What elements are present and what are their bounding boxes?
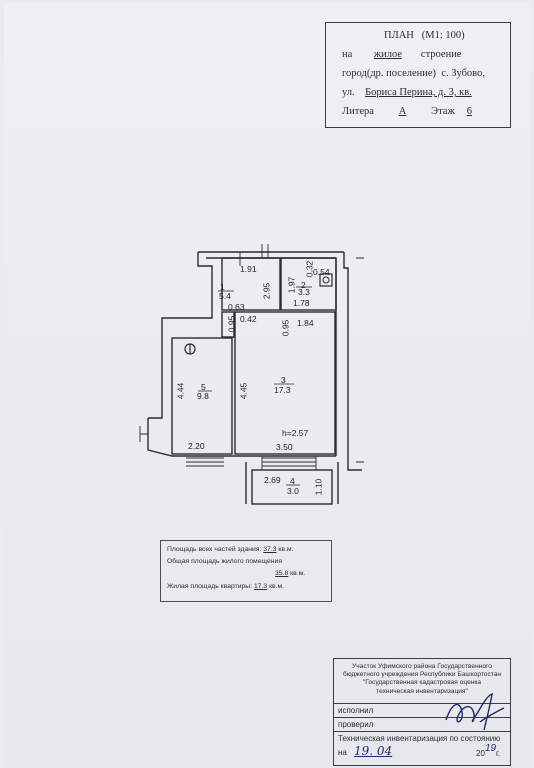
dim-1-78: 1.78 [293, 298, 310, 308]
room-3-area: 17.3 [274, 385, 291, 395]
city-label: город(др. поселение) [342, 68, 437, 79]
inventory-date: 19. 04 [354, 744, 393, 758]
living-total-label: Общая площадь жилого помещения [167, 558, 282, 565]
street-label: ул. [342, 87, 355, 98]
dim-1-91: 1.91 [240, 264, 257, 274]
checked-row: проверил [334, 717, 510, 732]
living-area-value: 17.3 [253, 583, 268, 590]
plan-header-stamp: ПЛАН (М1: 100) на жилое строение город(др… [325, 22, 511, 128]
outer-wall-east [343, 252, 362, 471]
plan-title: ПЛАН [384, 30, 414, 41]
window-room-5 [186, 457, 224, 467]
inventory-label: Техническая инвентаризация по состоянию [338, 734, 501, 743]
dim-2-69: 2.69 [264, 475, 281, 485]
date-prefix: на [338, 748, 347, 757]
outer-wall-west [148, 252, 213, 419]
inventory-row: Техническая инвентаризация по состоянию … [334, 731, 510, 764]
executed-row: исполнил [334, 703, 510, 718]
dim-4-44: 4.44 [175, 382, 186, 400]
corridor-outline [221, 311, 235, 338]
area-summary-box: Площадь всех частей здания: 37.3 кв.м. О… [160, 540, 332, 602]
east-stubs [356, 257, 364, 463]
dim-1-97: 1.97 [286, 276, 297, 294]
org-line-2: бюджетного учреждения Республики Башкорт… [342, 671, 502, 679]
document-sheet [4, 2, 530, 768]
room-5-area: 9.8 [197, 391, 209, 401]
dim-0-54: 0.54 [313, 267, 330, 277]
building-word: строение [420, 49, 462, 60]
checked-label: проверил [338, 720, 374, 729]
balcony-door [261, 456, 317, 470]
living-total-unit: кв.м. [290, 570, 306, 577]
sink-drain-icon [322, 276, 330, 284]
dim-0-42: 0.42 [240, 314, 257, 324]
city-value: с. Зубово, [441, 68, 485, 79]
org-line-4: техническая инвентаризация" [376, 687, 468, 695]
total-area-label: Площадь всех частей здания: [167, 546, 262, 553]
room-5-number: 5 [201, 382, 206, 392]
building-type: жилое [373, 49, 402, 60]
room-1-outline [221, 257, 281, 311]
dim-1-84: 1.84 [297, 318, 314, 328]
room-1-number: 1 [220, 282, 225, 292]
dim-0-63: 0.63 [228, 302, 245, 312]
dim-3-50: 3.50 [276, 442, 293, 452]
room-1-area: 5.4 [219, 291, 231, 301]
west-stub [139, 426, 148, 442]
dim-2-95: 2.95 [261, 282, 272, 300]
dim-2-20: 2.20 [188, 441, 205, 451]
room-2-number: 2 [301, 280, 306, 290]
dim-4-45: 4.45 [238, 382, 249, 400]
living-area-label: Жилая площадь квартиры: [167, 583, 253, 590]
organization-name: Участок Уфимского района Государственног… [334, 663, 510, 696]
room-4-area: 3.0 [287, 486, 299, 496]
plan-scale: (М1: 100) [421, 30, 465, 41]
dim-0-95-room3: 0.95 [280, 319, 291, 337]
sink-icon [319, 273, 333, 287]
room-5-outline [171, 337, 233, 455]
room-3-number: 3 [281, 375, 286, 385]
room-2-outline [280, 257, 337, 311]
north-wall-marks [239, 244, 269, 266]
floor-value: 6 [466, 106, 472, 117]
litera-label: Литера [342, 106, 374, 117]
organization-stamp: Участок Уфимского района Государственног… [333, 658, 511, 766]
year-suffix: г. [496, 749, 501, 758]
room-2-area: 3.3 [298, 287, 310, 297]
living-total-value: 35.8 [275, 570, 289, 577]
litera-value: А [398, 106, 407, 117]
dim-0-95-corridor: 0.95 [226, 315, 237, 333]
na-label: на [342, 49, 353, 60]
executed-label: исполнил [338, 706, 374, 715]
room-3-outline [234, 311, 336, 455]
balcony-rails [245, 462, 339, 504]
street-value: Бориса Перина, д. 3, кв. [365, 87, 472, 98]
org-line-1: Участок Уфимского района Государственног… [352, 663, 492, 670]
dim-1-10: 1.10 [313, 478, 324, 496]
ceiling-height: h=2.57 [282, 428, 309, 438]
room-4-outline [251, 469, 333, 505]
org-line-3: "Государственная кадастровая оценка [362, 679, 482, 687]
floor-label: Этаж [431, 106, 455, 117]
total-area-unit: кв.м. [278, 546, 294, 553]
inventory-year: 19 [485, 743, 497, 754]
signature [445, 692, 505, 731]
year-prefix: 20 [476, 749, 485, 758]
room-4-number: 4 [290, 476, 295, 486]
total-area-value: 37.3 [263, 546, 277, 553]
window-room-3 [262, 457, 316, 467]
living-area-unit: кв.м. [269, 583, 285, 590]
